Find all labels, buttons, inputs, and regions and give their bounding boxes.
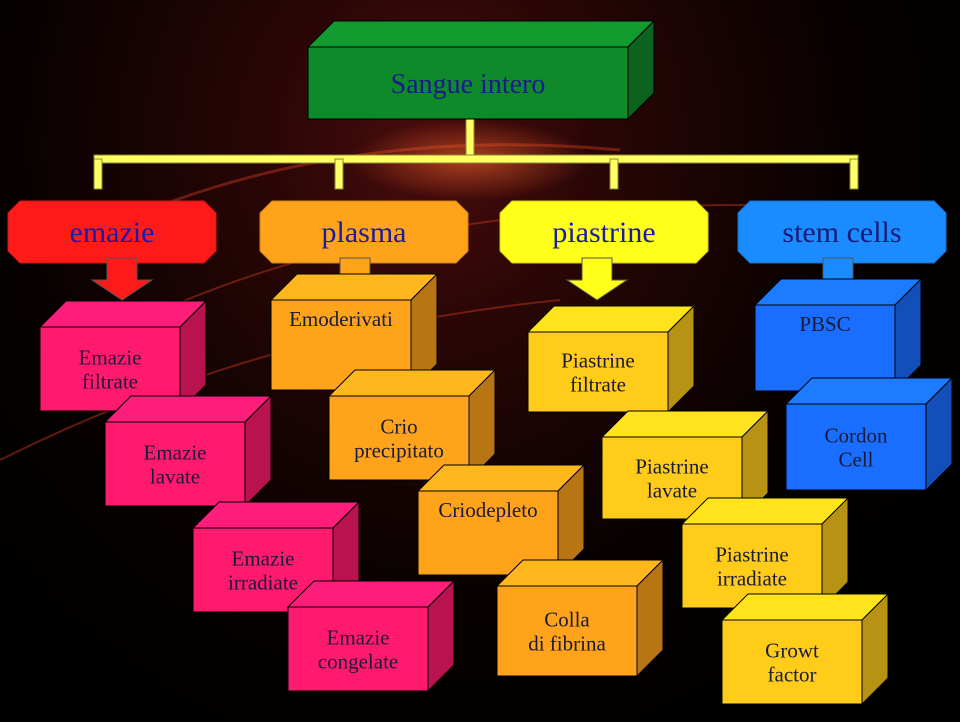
category-emazie: emazie — [7, 200, 217, 264]
category-shape — [7, 200, 217, 264]
product-emazie-irradiate-box-top-face — [191, 501, 361, 529]
product-colla-di-fibrina-box-top-face — [495, 559, 665, 587]
category-row: emazie plasma piastrine stem cells — [7, 200, 947, 264]
connector-trunk — [465, 118, 475, 160]
product-piastrine-lavate-box-top-face — [600, 410, 770, 438]
product-crio-precipitato-box-top-face — [327, 369, 497, 397]
connector-drop-3 — [609, 158, 619, 190]
root-node-top-face — [306, 20, 656, 48]
product-emazie-filtrate-box-top-face — [38, 300, 208, 328]
category-shape — [499, 200, 709, 264]
product-growt-factor-box-front-face — [721, 619, 863, 705]
product-emoderivati-box-top-face — [269, 273, 439, 301]
category-label: plasma — [322, 216, 407, 249]
arrow-piastrine — [565, 257, 629, 301]
root-node-front-face — [307, 46, 629, 120]
category-piastrine: piastrine — [499, 200, 709, 264]
category-shape — [737, 200, 947, 264]
product-growt-factor-box-top-face — [720, 593, 890, 621]
product-criodepleto-box-top-face — [416, 464, 586, 492]
product-emazie-congelate-box-front-face — [287, 606, 429, 692]
category-plasma: plasma — [259, 200, 469, 264]
product-emazie-congelate-box-top-face — [286, 580, 456, 608]
product-criodepleto-box-label: Criodepleto — [438, 498, 537, 522]
category-arrows — [90, 257, 870, 301]
product-pbsc-box-label: PBSC — [799, 312, 850, 336]
product-pbsc-box-front-face — [754, 304, 896, 392]
product-pbsc-box: PBSC — [753, 277, 923, 393]
product-colla-di-fibrina-box-front-face — [496, 585, 638, 677]
product-piastrine-filtrate-box-front-face — [527, 331, 669, 413]
product-cordon-cell-box-top-face — [784, 377, 954, 405]
product-pbsc-box-top-face — [753, 278, 923, 306]
root-node: Sangue intero — [306, 19, 656, 121]
product-cordon-cell-box-front-face — [785, 403, 927, 491]
connector-bar — [93, 154, 859, 164]
connector-drop-1 — [93, 158, 103, 190]
product-emazie-lavate-box-top-face — [103, 395, 273, 423]
product-emoderivati-box-label: Emoderivati — [289, 307, 393, 331]
root-box: Sangue intero — [306, 19, 656, 121]
category-label: stem cells — [782, 216, 901, 249]
root-node-label: Sangue intero — [391, 69, 546, 100]
product-criodepleto-box: Criodepleto — [416, 463, 586, 577]
category-shape — [259, 200, 469, 264]
category-label: piastrine — [552, 216, 655, 249]
product-piastrine-irradiate-box-top-face — [680, 497, 850, 525]
product-piastrine-filtrate-box-top-face — [526, 305, 696, 333]
category-label: emazie — [70, 216, 155, 249]
product-emazie-lavate-box-front-face — [104, 421, 246, 507]
category-stem-cells: stem cells — [737, 200, 947, 264]
connector-tree — [93, 118, 859, 190]
arrow-emazie — [90, 257, 154, 301]
connector-drop-2 — [334, 158, 344, 190]
connector-drop-4 — [849, 158, 859, 190]
